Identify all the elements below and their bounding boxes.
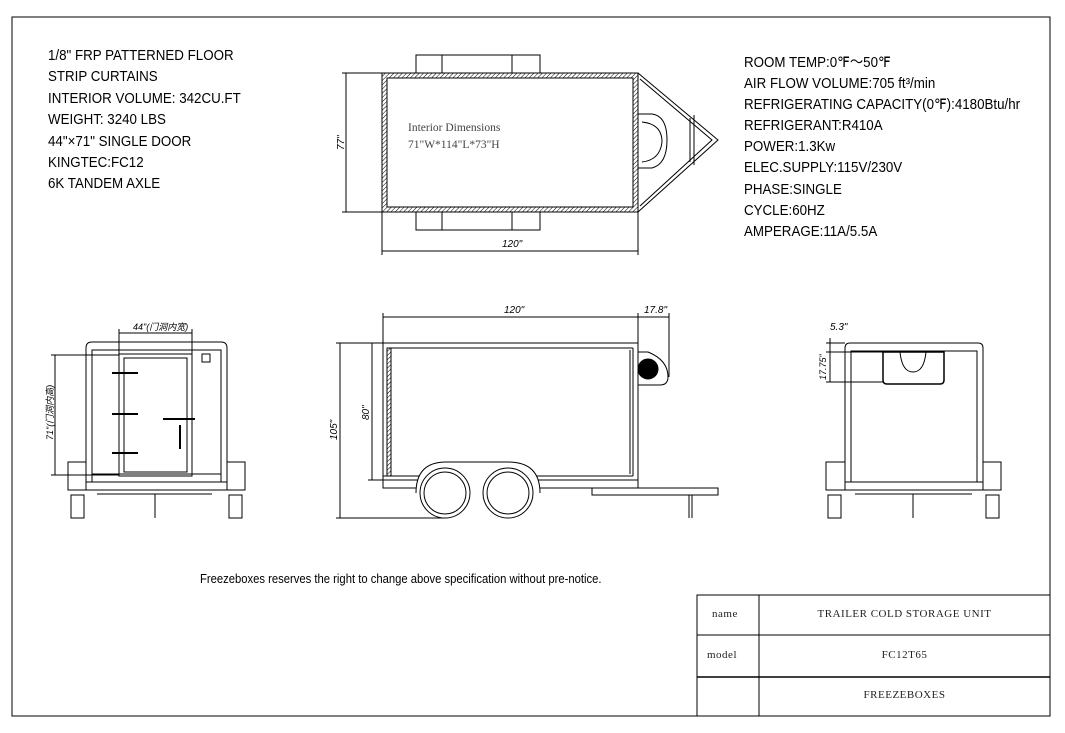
unit-height-dim: 17.75" [818, 354, 828, 380]
interior-title: Interior Dimensions [408, 122, 501, 134]
spec-volume: INTERIOR VOLUME: 342CU.FT [48, 90, 241, 107]
top-length-dim: 120" [502, 239, 523, 250]
box-height-dim: 80" [361, 405, 372, 420]
door-width-dim: 44"(门洞内宽) [133, 322, 189, 332]
spec-door: 44"×71" SINGLE DOOR [48, 133, 192, 150]
model-value: FC12T65 [881, 649, 928, 661]
name-label: name [712, 608, 738, 620]
front-view [51, 329, 246, 519]
disclaimer-note: Freezeboxes reserves the right to change… [200, 572, 602, 586]
title-block-lines [696, 594, 1050, 716]
spec-air-flow: AIR FLOW VOLUME:705 ft³/min [744, 76, 936, 93]
spec-unit: KINGTEC:FC12 [48, 154, 144, 171]
spec-elec-supply: ELEC.SUPPLY:115V/230V [744, 160, 903, 177]
spec-cycle: CYCLE:60HZ [744, 202, 825, 219]
spec-phase: PHASE:SINGLE [744, 181, 842, 198]
left-spec-list: 1/8" FRP PATTERNED FLOOR STRIP CURTAINS … [48, 46, 241, 196]
spec-axle: 6K TANDEM AXLE [48, 176, 161, 193]
sheet-border [11, 16, 1051, 717]
interior-dims: 71"W*114"L*73"H [408, 139, 500, 151]
model-label: model [707, 649, 737, 661]
spec-refrigerant: REFRIGERANT:R410A [744, 118, 883, 135]
spec-room-temp: ROOM TEMP:0℉～50℉ [744, 55, 891, 71]
unit-depth-dim: 17.8" [644, 305, 668, 316]
name-value: TRAILER COLD STORAGE UNIT [817, 608, 992, 620]
rear-view [825, 338, 1002, 519]
side-length-dim: 120" [504, 305, 525, 316]
spec-capacity: REFRIGERATING CAPACITY(0℉):4180Btu/hr [744, 97, 1021, 114]
interior-dimensions-note: Interior Dimensions 71"W*114"L*73"H [408, 120, 500, 154]
top-offset-dim: 5.3" [830, 322, 848, 333]
spec-floor: 1/8" FRP PATTERNED FLOOR [48, 48, 234, 64]
spec-weight: WEIGHT: 3240 LBS [48, 112, 166, 129]
total-height-dim: 105" [329, 419, 340, 440]
company-name: FREEZEBOXES [863, 689, 946, 701]
side-view [336, 313, 719, 519]
spec-power: POWER:1.3Kw [744, 139, 836, 156]
top-view [342, 54, 719, 255]
spec-curtains: STRIP CURTAINS [48, 69, 158, 86]
spec-amperage: AMPERAGE:11A/5.5A [744, 223, 878, 240]
top-width-dim: 77" [336, 135, 347, 150]
right-spec-list: ROOM TEMP:0℉～50℉ AIR FLOW VOLUME:705 ft³… [744, 53, 1020, 243]
door-height-dim: 71"(门洞内高) [45, 384, 55, 440]
